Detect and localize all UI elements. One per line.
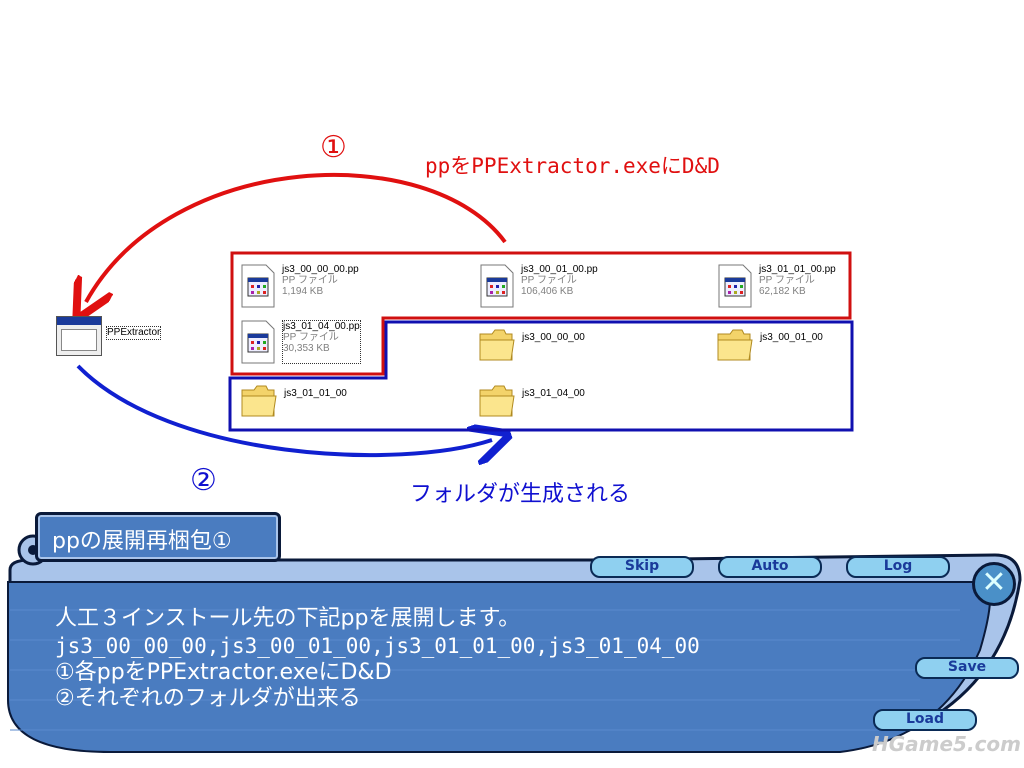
red-arrow: [86, 173, 507, 302]
dialog-line: js3_00_00_00,js3_00_01_00,js3_01_01_00,j…: [55, 634, 700, 658]
folder-name: js3_00_01_00: [760, 332, 823, 343]
app-window-icon: [56, 316, 102, 356]
blue-arrow: [76, 364, 492, 455]
save-button[interactable]: Save: [915, 657, 1019, 679]
load-button[interactable]: Load: [873, 709, 977, 731]
file-type: PP ファイル: [283, 332, 339, 343]
dialog-line: ①各ppをPPExtractor.exeにD&D: [55, 660, 392, 685]
close-button[interactable]: ✕: [972, 562, 1016, 606]
auto-button[interactable]: Auto: [718, 556, 822, 578]
folder-icon: [716, 328, 754, 362]
file-name: js3_01_01_00.pp: [759, 264, 836, 275]
pp-file-icon: [240, 320, 276, 364]
folder-icon: [478, 328, 516, 362]
folder[interactable]: js3_00_01_00: [716, 326, 823, 362]
folders-outline: [228, 320, 854, 432]
file-name: js3_01_04_00.pp: [283, 321, 360, 332]
file-size: 106,406 KB: [521, 286, 574, 297]
pp-file-icon: [479, 264, 515, 308]
folder-icon: [240, 384, 278, 418]
close-icon: ✕: [981, 565, 1007, 600]
watermark: HGame5.com: [872, 732, 1022, 756]
file-name: js3_00_00_00.pp: [282, 264, 359, 275]
dialog-frame: [7, 534, 1022, 753]
pp-files-outline: [230, 251, 852, 376]
folder-name: js3_00_00_00: [522, 332, 585, 343]
dialog-line: 人工３インストール先の下記ppを展開します。: [55, 606, 521, 631]
step1-text: ppをPPExtractor.exeにD&D: [425, 154, 720, 178]
pp-file-icon: [717, 264, 753, 308]
file-type: PP ファイル: [282, 275, 338, 286]
step2-text: フォルダが生成される: [410, 482, 631, 507]
arrows: [0, 173, 854, 500]
speaker-name: ppの展開再梱包①: [52, 529, 232, 554]
file-type: PP ファイル: [521, 275, 577, 286]
file-size: 30,353 KB: [283, 343, 330, 354]
ppextractor-shortcut[interactable]: PPExtractor: [56, 316, 162, 356]
folder[interactable]: js3_00_00_00: [478, 326, 585, 362]
folder[interactable]: js3_01_01_00: [240, 382, 347, 418]
folder-name: js3_01_01_00: [284, 388, 347, 399]
step1-mark: ①: [320, 130, 347, 165]
folder-icon: [478, 384, 516, 418]
skip-button[interactable]: Skip: [590, 556, 694, 578]
speaker-nameplate: ppの展開再梱包①: [35, 512, 281, 562]
file-type: PP ファイル: [759, 275, 815, 286]
file-size: 1,194 KB: [282, 286, 324, 297]
folder[interactable]: js3_01_04_00: [478, 382, 585, 418]
step2-mark: ②: [190, 463, 217, 498]
pp-file-icon: [240, 264, 276, 308]
app-label: PPExtractor: [106, 326, 162, 340]
file-size: 62,182 KB: [759, 286, 806, 297]
file-name: js3_00_01_00.pp: [521, 264, 598, 275]
folder-name: js3_01_04_00: [522, 388, 585, 399]
dialog-line: ②それぞれのフォルダが出来る: [55, 686, 361, 711]
log-button[interactable]: Log: [846, 556, 950, 578]
